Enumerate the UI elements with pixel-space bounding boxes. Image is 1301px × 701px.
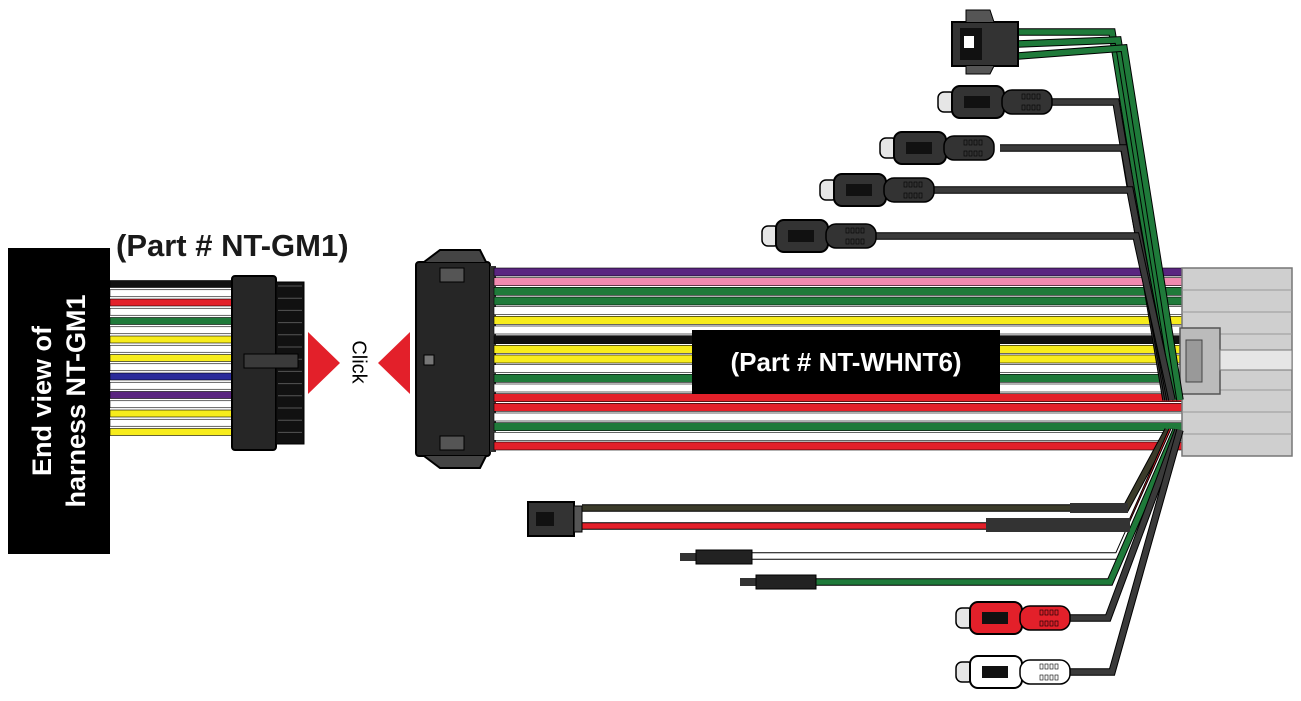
whnt6-wire [493, 267, 1185, 277]
top-molex-connector [951, 9, 1019, 75]
end-view-label-box: End view of harness NT-GM1 [8, 248, 110, 554]
branch-wire [1018, 29, 1175, 401]
gm1-wire [109, 381, 235, 390]
wire-sleeve [1070, 503, 1128, 513]
gm1-wire [109, 289, 235, 298]
gm1-wire [109, 326, 235, 335]
whnt6-wire [493, 306, 1185, 315]
branch-wire [1017, 45, 1183, 401]
rca-connector [761, 219, 877, 253]
gm1-connector [231, 275, 305, 451]
gm1-wire [109, 372, 235, 381]
whnt6-wire [493, 393, 1185, 402]
click-label: Click [347, 340, 370, 384]
whnt6-wire [493, 287, 1185, 296]
rca-connector [955, 601, 1071, 635]
branch-wire [816, 428, 1179, 585]
whnt6-wire [493, 412, 1185, 422]
branch-wire [1070, 429, 1181, 621]
gm1-wire [109, 280, 235, 288]
end-view-line2: harness NT-GM1 [61, 294, 91, 508]
gm1-wire [109, 307, 235, 316]
branch-wire [872, 233, 1175, 401]
whnt6-wire [493, 296, 1185, 306]
branch-wires [582, 28, 1184, 676]
gm1-wire [109, 391, 235, 399]
whnt6-wire [493, 316, 1185, 325]
end-view-label: End view of harness NT-GM1 [25, 294, 93, 507]
wire-sleeve [986, 518, 1130, 532]
gm1-wire [109, 344, 235, 353]
gm1-wire [109, 428, 235, 436]
branch-wire [1070, 429, 1183, 675]
rca-connector [819, 173, 935, 207]
gm1-wire [109, 317, 235, 325]
gm1-wire [109, 418, 235, 427]
rca-connector [955, 655, 1071, 689]
gm1-wire [109, 400, 235, 409]
click-arrow-right [308, 332, 340, 394]
part-whnt6-label: (Part # NT-WHNT6) [692, 330, 1000, 394]
bullet-terminal-2 [740, 574, 817, 590]
whnt6-wire [493, 441, 1185, 451]
gm1-wire [109, 298, 235, 307]
whnt6-wire [493, 432, 1185, 441]
bullet-terminal-1 [680, 549, 753, 565]
whnt6-wire [493, 277, 1185, 286]
gm1-wire [109, 354, 235, 362]
vehicle-connector-block [1179, 267, 1293, 457]
small-2pin-connector [527, 501, 583, 537]
end-view-line1: End view of [27, 325, 57, 477]
rca-connector [879, 131, 995, 165]
whnt6-wire [493, 403, 1185, 412]
rca-connector [937, 85, 1053, 119]
gm1-wire [109, 363, 235, 372]
gm1-wire-bundle [109, 280, 235, 436]
whnt6-wire [493, 422, 1185, 431]
click-arrow-left [378, 332, 410, 394]
branch-wire [1017, 37, 1179, 401]
part-gm1-label: (Part # NT-GM1) [116, 228, 349, 263]
gm1-wire [109, 335, 235, 344]
whnt6-connector [415, 249, 496, 469]
gm1-wire [109, 409, 235, 418]
